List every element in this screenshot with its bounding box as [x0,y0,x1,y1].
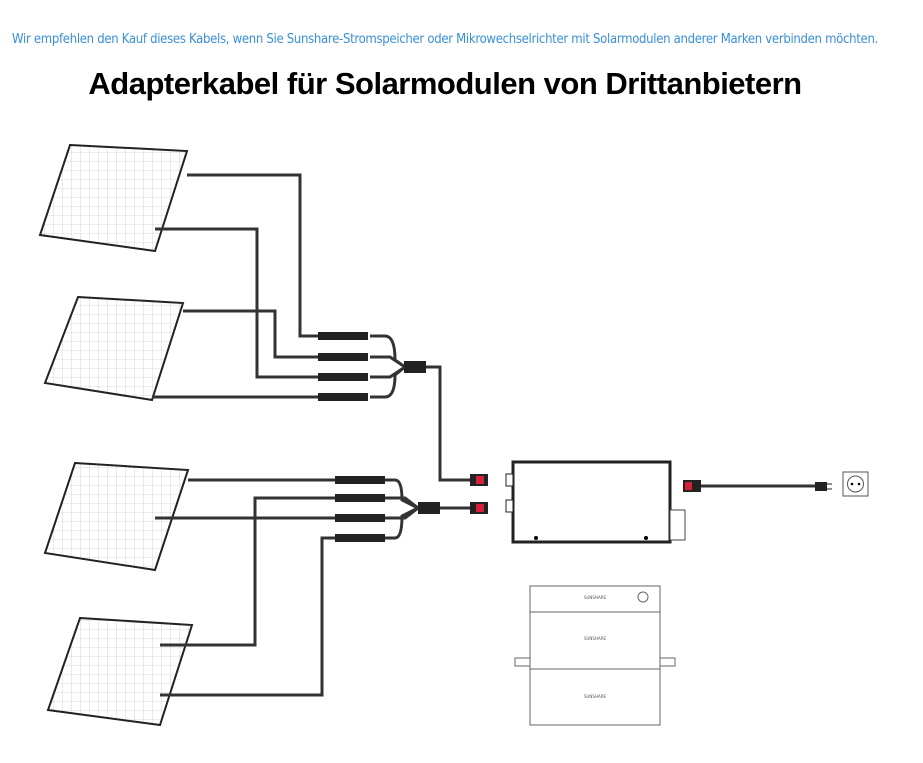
svg-text:SUNSHARE: SUNSHARE [584,694,607,699]
wall-socket-icon [842,471,869,497]
svg-text:SUNSHARE: SUNSHARE [584,636,607,641]
solar-panel-3 [43,461,190,572]
solar-panel-2 [43,295,185,402]
power-plug [815,482,832,491]
battery-stack: SUNSHARE SUNSHARE SUNSHARE [514,585,676,726]
red-connectors [470,474,701,514]
solar-panel-4 [46,616,194,727]
inverter [505,460,686,544]
solar-panel-1 [38,143,189,253]
subtitle: Wir empfehlen den Kauf dieses Kabels, we… [12,32,878,47]
mc4-connectors [318,332,440,542]
cables [152,173,815,697]
page-title: Adapterkabel für Solarmodulen von Dritta… [88,66,802,101]
svg-text:SUNSHARE: SUNSHARE [584,595,607,600]
